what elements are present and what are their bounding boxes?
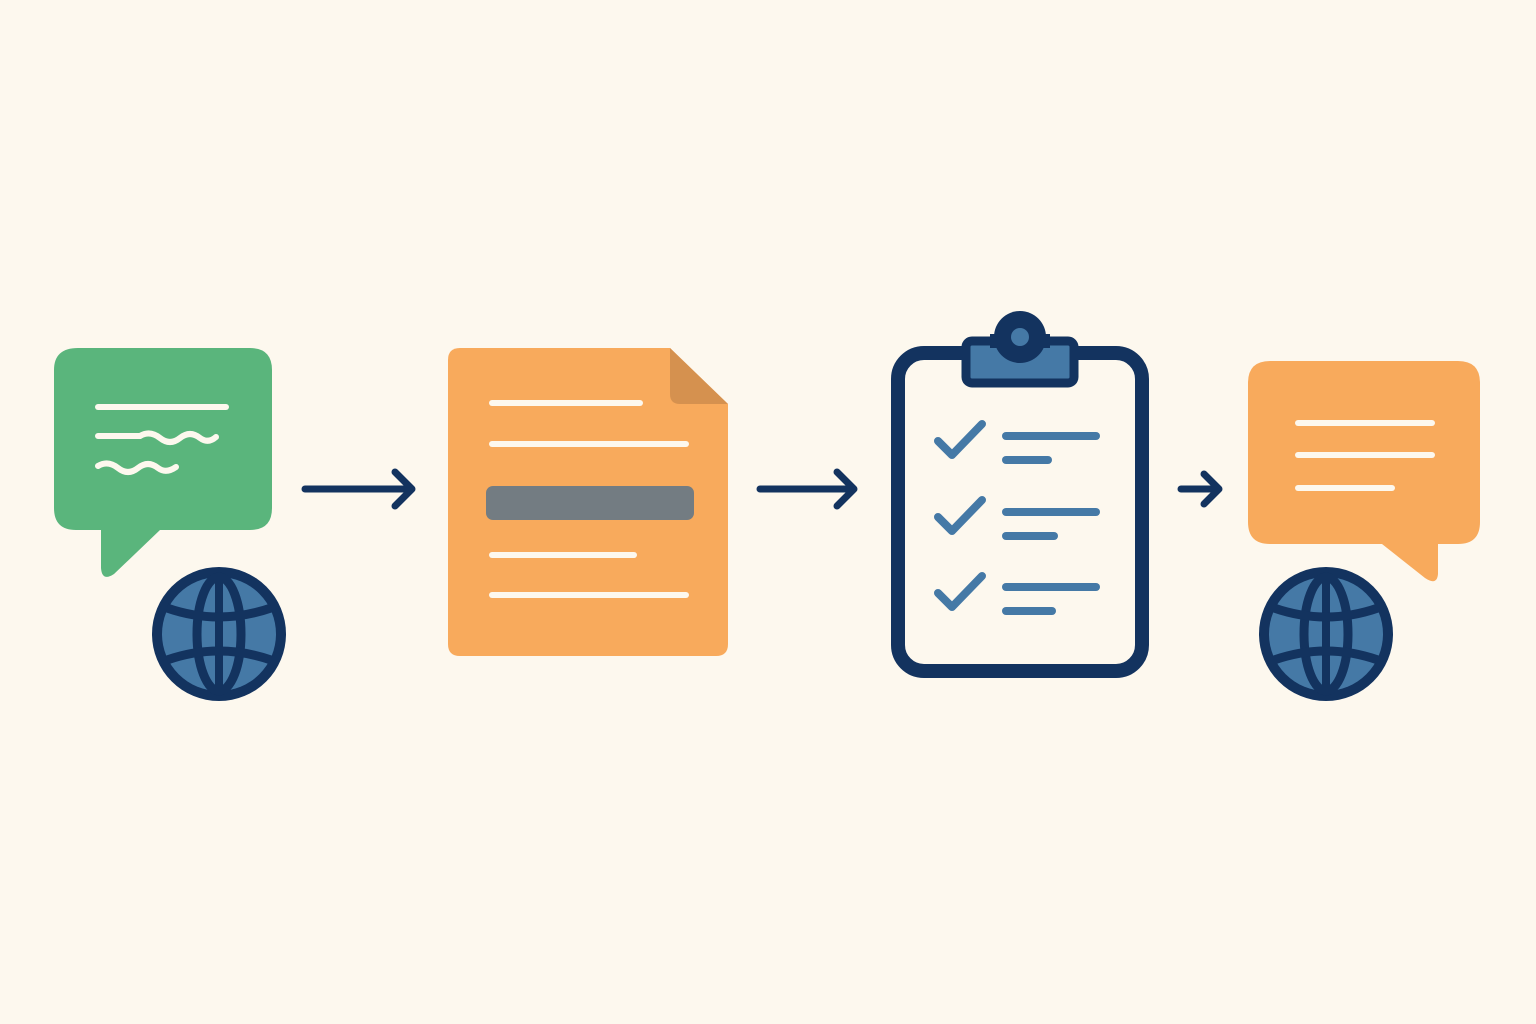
step-2-document-icon (448, 348, 728, 656)
speech-bubble-body (1248, 361, 1480, 582)
speech-bubble-body (54, 348, 272, 577)
wavy-text-line-icon (95, 430, 219, 445)
checkmark-icon (934, 496, 986, 535)
step-4-speech-bubble-icon (1248, 361, 1480, 582)
checkmark-icon (934, 572, 986, 611)
step-4-globe-icon (1259, 567, 1393, 701)
arrow-right-icon (756, 468, 858, 510)
step-1-globe-icon (152, 567, 286, 701)
arrow-right-icon (1177, 470, 1223, 508)
arrow-right-icon (301, 468, 416, 510)
redaction-bar (486, 486, 694, 520)
clipboard-hole (1011, 328, 1029, 346)
wavy-text-line-icon (95, 460, 179, 475)
checkmark-icon (934, 420, 986, 459)
step-3-clipboard-icon (891, 311, 1149, 678)
step-1-speech-bubble-icon (54, 348, 272, 577)
document-fold-icon (670, 348, 728, 404)
